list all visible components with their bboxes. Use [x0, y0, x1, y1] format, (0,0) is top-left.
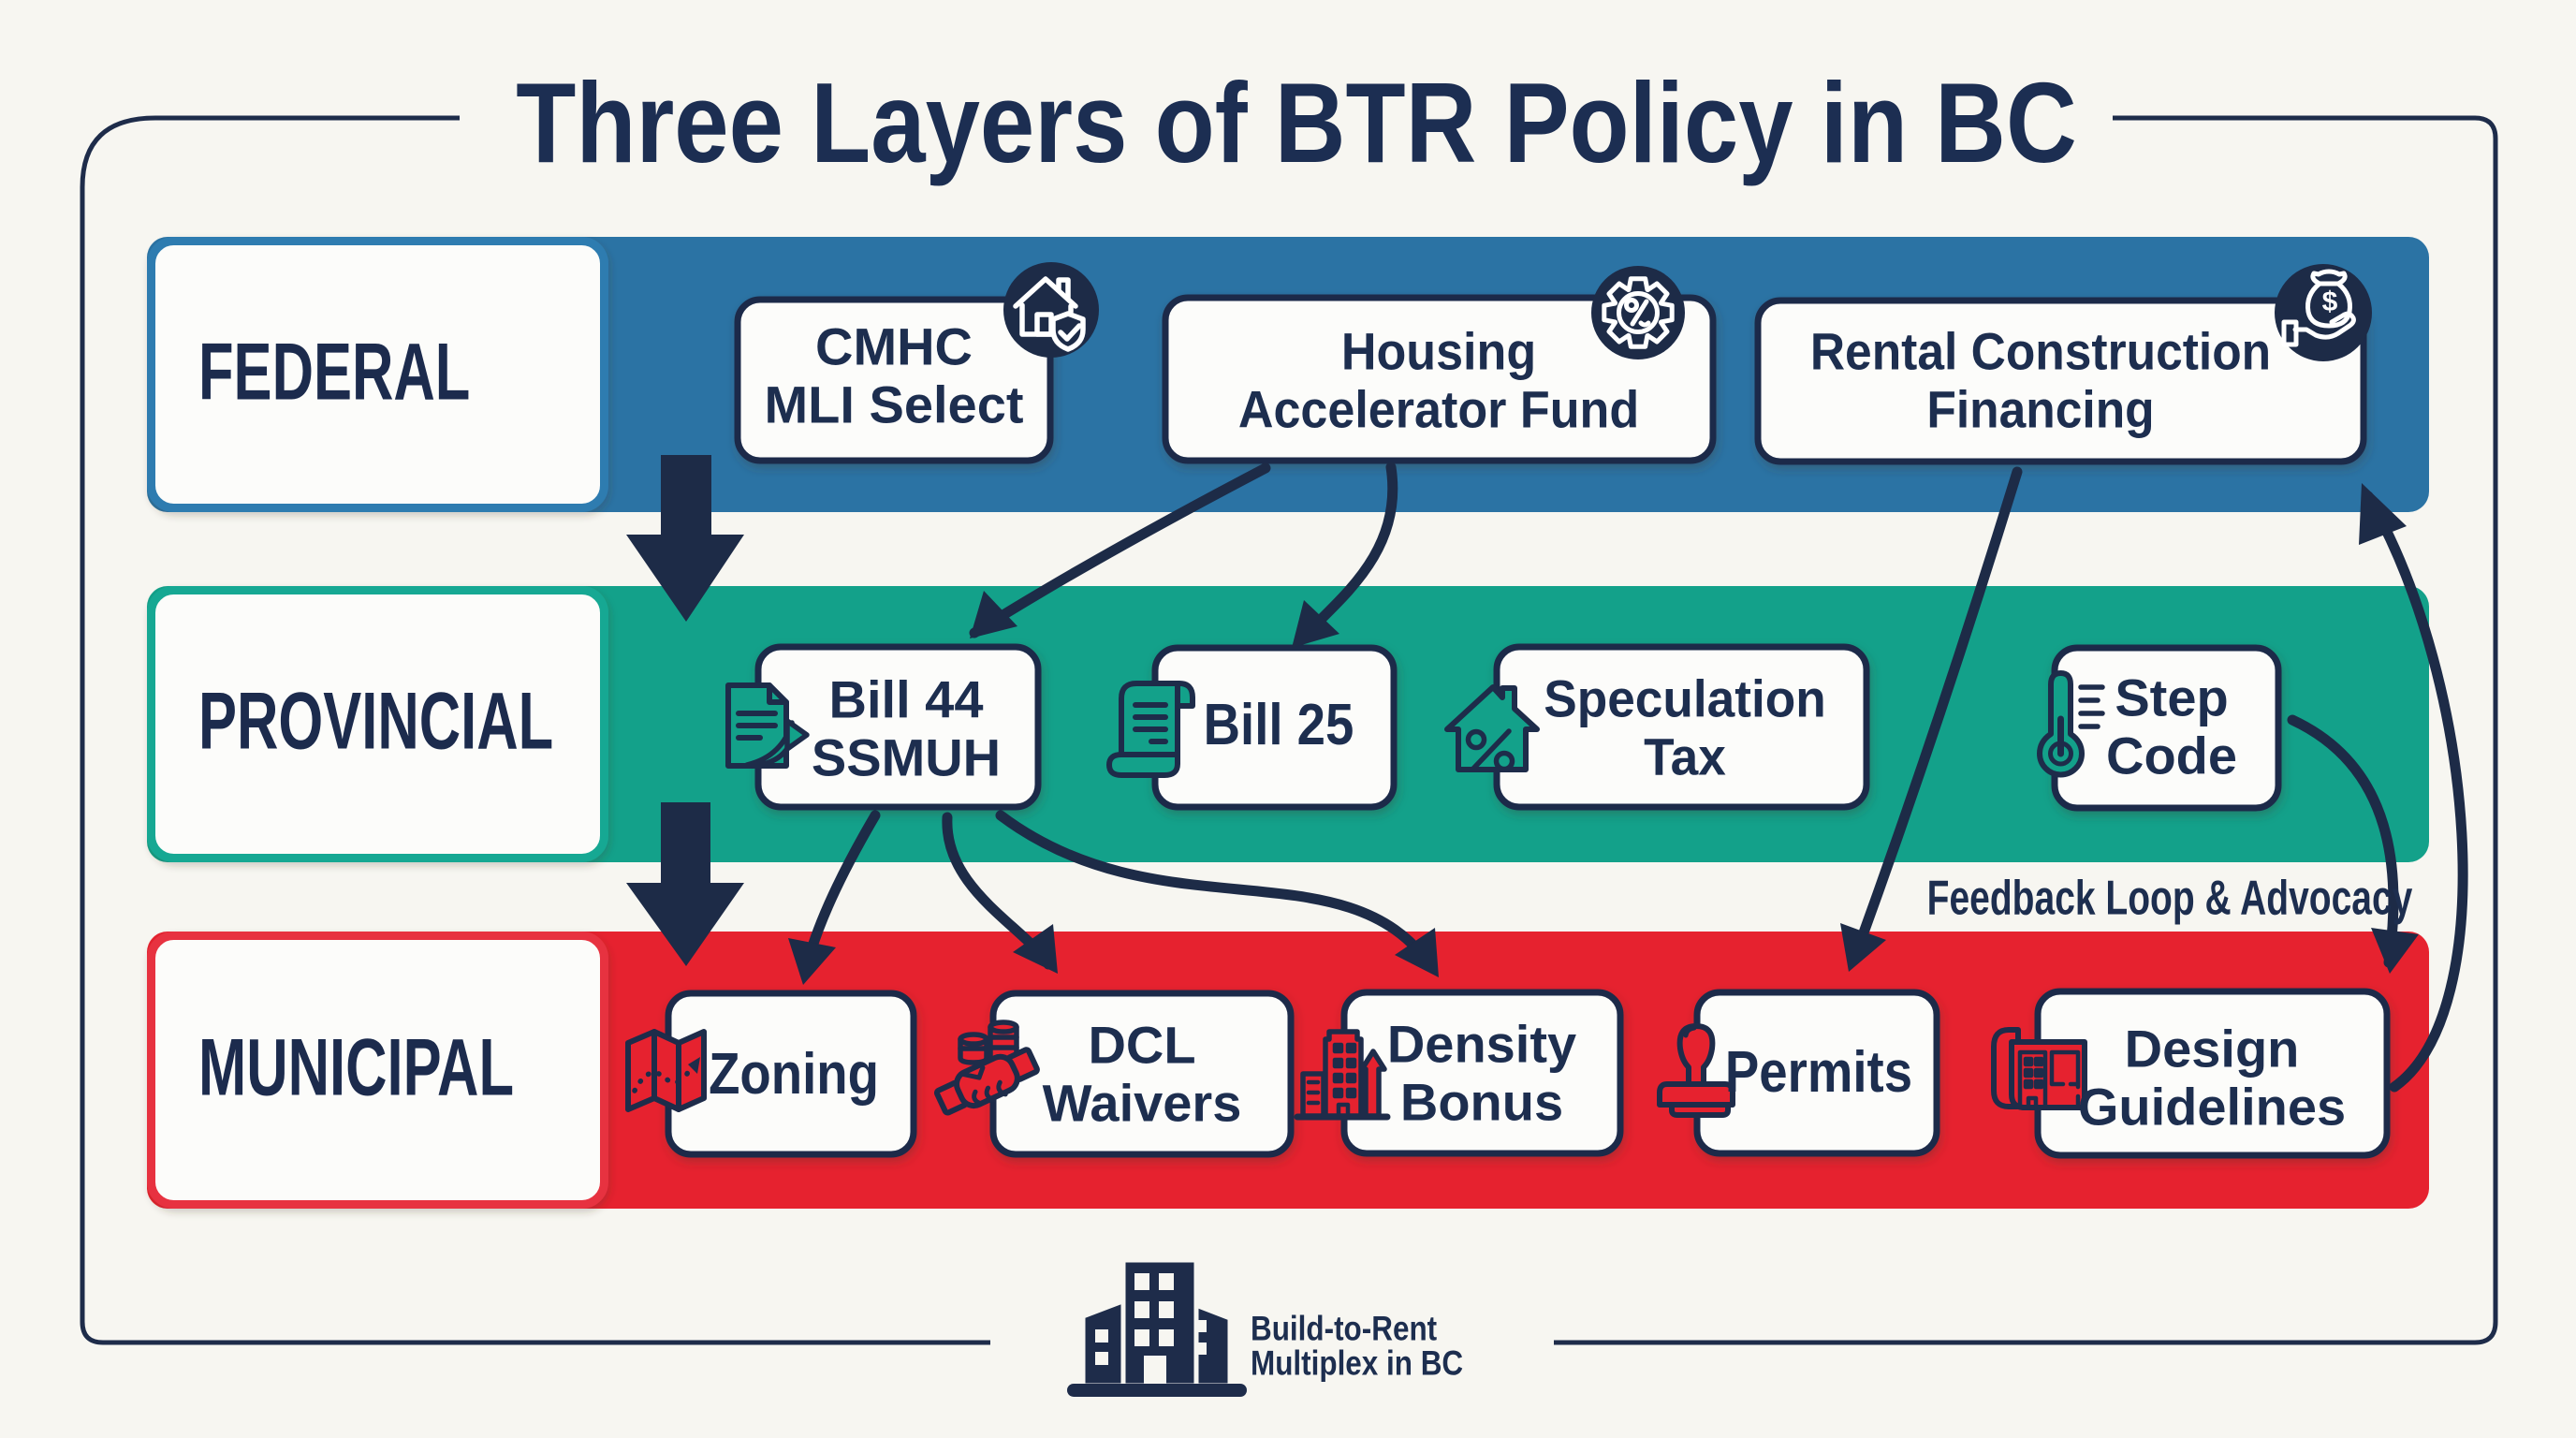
svg-text:$: $: [2322, 286, 2338, 317]
